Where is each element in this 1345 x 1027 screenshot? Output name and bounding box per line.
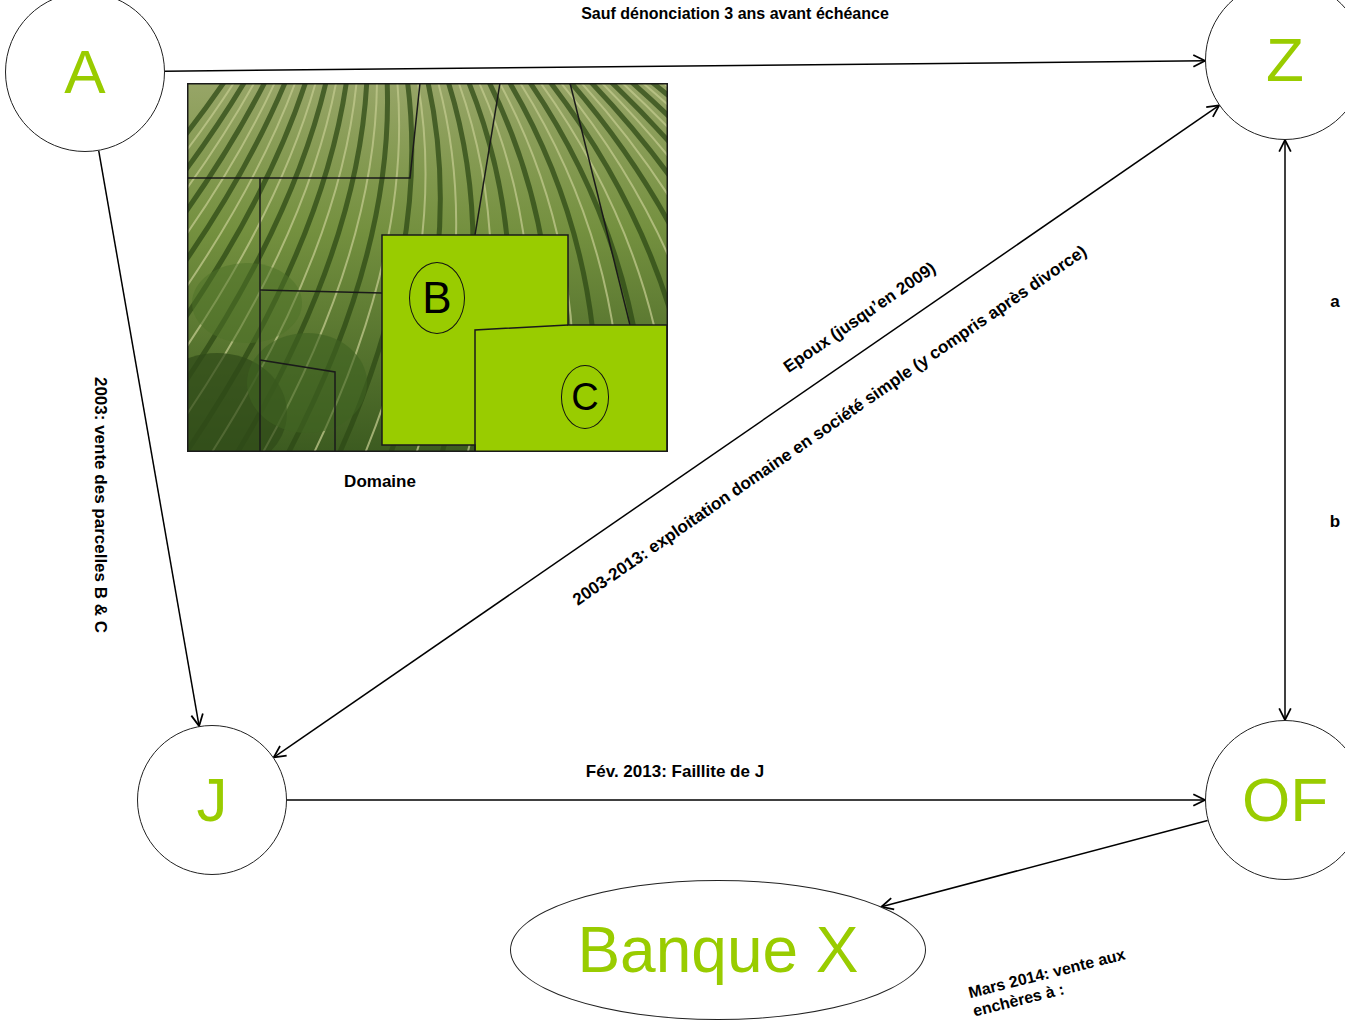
- node-label: Banque X: [577, 918, 858, 982]
- parcel-circle: C: [561, 365, 609, 428]
- item-letter: b: [1330, 512, 1340, 532]
- node-label: Z: [1266, 29, 1304, 91]
- node-label: A: [64, 41, 105, 103]
- relation-arrow: [165, 61, 1205, 71]
- edge-label: Mars 2014: vente aux enchères à :: [966, 935, 1169, 1021]
- bank-ellipse: Banque X: [510, 880, 926, 1020]
- party-circle: A: [5, 0, 165, 152]
- parcel-area: [382, 235, 667, 452]
- relation-arrow: [99, 151, 199, 726]
- parcel-circle: B: [409, 262, 465, 334]
- parcel-line: [570, 83, 630, 325]
- node-label: B: [422, 276, 451, 320]
- edge-label: 2003: vente des parcelles B & C: [90, 377, 110, 633]
- relation-arrow: [287, 799, 1205, 801]
- foliage: [247, 333, 367, 433]
- node-label: J: [197, 769, 228, 831]
- item-letter: a: [1330, 292, 1339, 312]
- edge-label: Fév. 2013: Faillite de J: [586, 762, 764, 782]
- relation-arrow: [274, 105, 1219, 757]
- parcel-line: [475, 83, 500, 235]
- parcel-line: [259, 178, 261, 452]
- party-circle: Z: [1205, 0, 1345, 140]
- photo-frame: [188, 84, 668, 452]
- node-label: C: [571, 378, 598, 416]
- parcel-line: [187, 83, 420, 178]
- node-label: OF: [1242, 769, 1328, 831]
- party-circle: OF: [1205, 720, 1345, 880]
- parcel-line: [475, 325, 568, 452]
- relation-arrow: [881, 820, 1207, 906]
- edge-label: Sauf dénonciation 3 ans avant échéance: [581, 4, 889, 23]
- party-circle: J: [137, 725, 287, 875]
- relation-arrow: [1284, 140, 1286, 720]
- caption-label: Domaine: [344, 472, 416, 492]
- parcel-line: [260, 290, 382, 293]
- foliage: [192, 263, 302, 343]
- parcel-line: [260, 360, 335, 452]
